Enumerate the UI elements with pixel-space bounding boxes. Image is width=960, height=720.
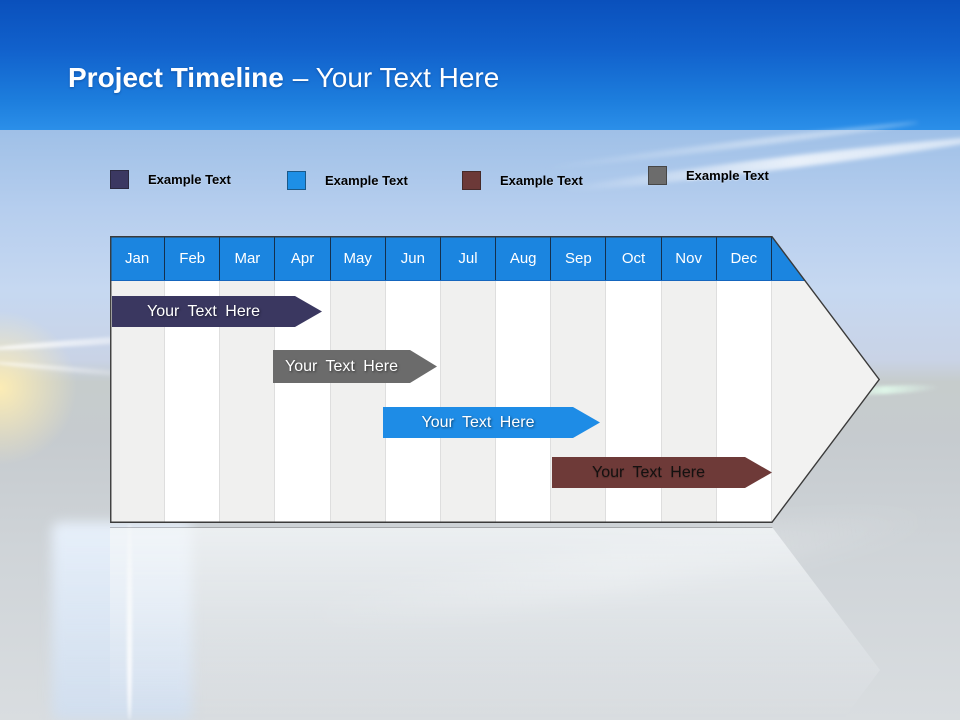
- legend-swatch-2: [287, 171, 306, 190]
- page-title-main: Project Timeline: [68, 62, 284, 93]
- timeline-bar-2: Your Text Here: [273, 350, 437, 383]
- title-band: Project Timeline – Your Text Here: [0, 0, 960, 130]
- timeline-bar-label: Your Text Here: [285, 357, 398, 375]
- legend-swatch-3: [462, 171, 481, 190]
- timeline-bar-label: Your Text Here: [421, 413, 535, 431]
- legend-item-2: Example Text: [287, 171, 408, 190]
- legend-label: Example Text: [686, 168, 769, 183]
- legend-item-1: Example Text: [110, 170, 231, 189]
- legend-item-4: Example Text: [648, 166, 769, 185]
- legend-label: Example Text: [325, 173, 408, 188]
- legend-label: Example Text: [500, 173, 583, 188]
- legend-swatch-1: [110, 170, 129, 189]
- timeline-bar-3: Your Text Here: [383, 407, 600, 438]
- timeline-bar-label: Your Text Here: [147, 302, 260, 320]
- legend-label: Example Text: [148, 172, 231, 187]
- page-title-subtitle: – Your Text Here: [292, 62, 500, 93]
- legend-item-3: Example Text: [462, 171, 583, 190]
- timeline-bar-label: Your Text Here: [592, 463, 705, 481]
- page-title: Project Timeline – Your Text Here: [68, 62, 499, 94]
- table-reflection: [110, 527, 880, 717]
- legend-swatch-4: [648, 166, 667, 185]
- timeline-bar-1: Your Text Here: [112, 296, 322, 327]
- timeline-bar-4: Your Text Here: [552, 457, 772, 488]
